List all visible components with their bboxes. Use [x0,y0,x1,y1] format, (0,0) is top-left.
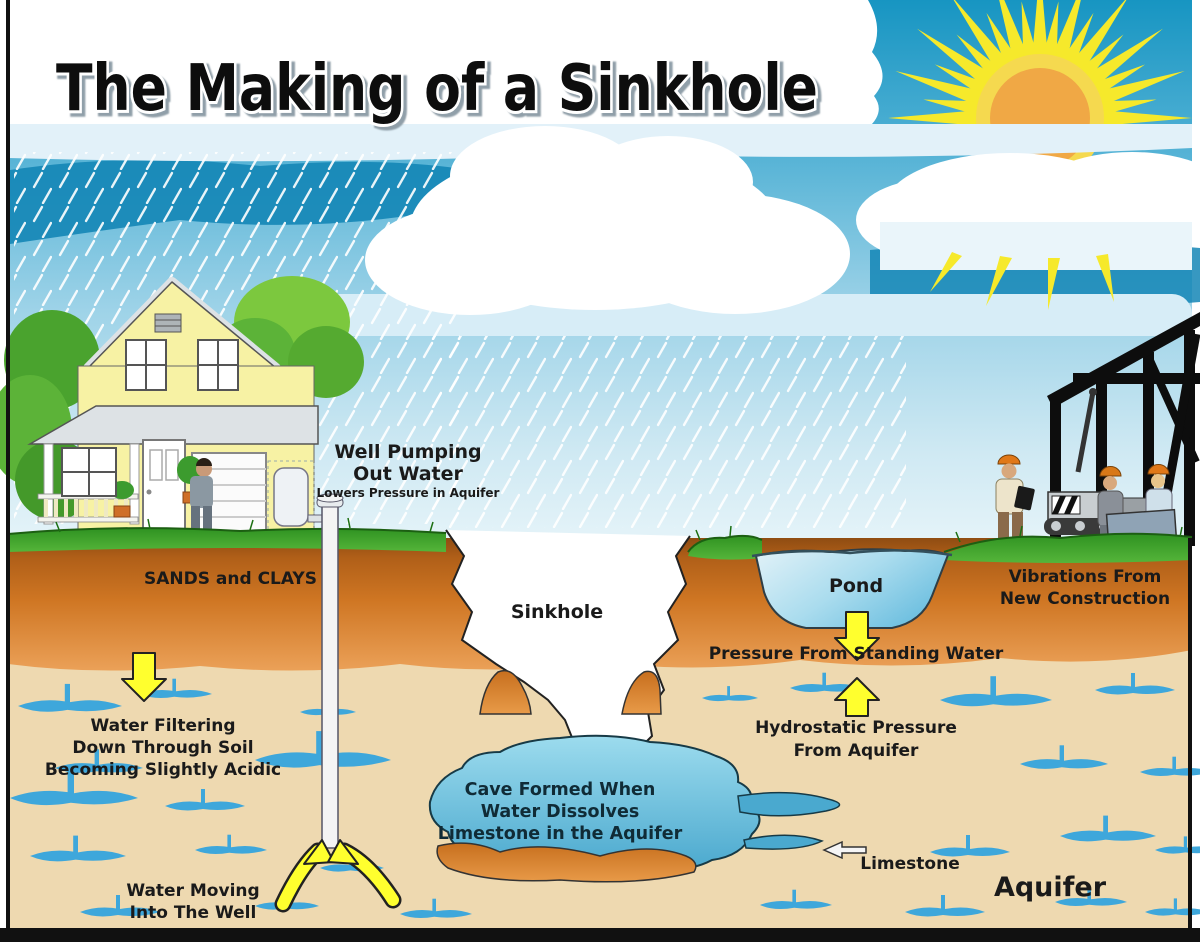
well-pipe [321,505,339,849]
upper-window [197,339,239,391]
label-pressure-standing-water: Pressure From Standing Water [709,644,1004,664]
label-water-filtering-2: Down Through Soil [72,738,253,758]
house [27,277,319,543]
label-water-moving-1: Water Moving [126,881,259,901]
label-vibrations-2: New Construction [1000,589,1170,609]
construction-scene [995,312,1200,560]
porch-post [43,443,54,525]
label-pond: Pond [829,575,883,597]
label-sinkhole: Sinkhole [511,601,603,623]
rain-center [432,336,906,528]
limestone-pointer-arrow-icon [822,840,867,860]
lower-window [61,447,117,497]
label-cave-3: Limestone in the Aquifer [438,824,683,844]
border-bottom [0,928,1200,942]
house-scene [0,276,364,543]
label-vibrations-1: Vibrations From [1009,567,1162,587]
label-water-filtering-3: Becoming Slightly Acidic [45,760,281,780]
front-door [142,439,186,531]
label-cave-2: Water Dissolves [481,802,640,822]
title-band [8,0,883,128]
porch-roof [27,405,319,445]
sun-rays-below-cloud [930,252,1114,310]
flow-arrows [121,611,880,717]
label-well-pumping-2: Out Water [353,463,463,485]
diagram-title: The Making of a Sinkhole [56,52,818,126]
label-water-moving-2: Into The Well [130,903,257,923]
label-hydrostatic-1: Hydrostatic Pressure [755,718,957,738]
border-right [1188,538,1192,930]
pond [751,548,953,629]
cave [428,734,841,883]
label-cave-1: Cave Formed When [465,780,656,800]
border-left [6,0,10,942]
pond-pressure-arrow-icon [834,611,880,661]
label-sands-and-clays: SANDS and CLAYS [144,569,317,589]
soil-filtering-arrow-icon [121,652,167,702]
label-hydrostatic-2: From Aquifer [794,741,919,761]
cave-sediment [436,842,697,883]
water-tank [273,467,309,527]
upper-window [125,339,167,391]
attic-vent [154,313,182,333]
well-inflow-arrows [274,839,402,913]
hydrostatic-arrow-icon [834,677,880,717]
label-well-pumping-1: Well Pumping [334,441,481,463]
label-water-filtering-1: Water Filtering [91,716,236,736]
porch-post [129,443,140,525]
railing-pot [113,505,131,518]
label-well-pumping-sub: Lowers Pressure in Aquifer [317,486,500,500]
label-limestone: Limestone [860,854,959,874]
sinkhole-void [445,529,691,749]
well [307,493,344,849]
label-aquifer: Aquifer [994,872,1107,903]
